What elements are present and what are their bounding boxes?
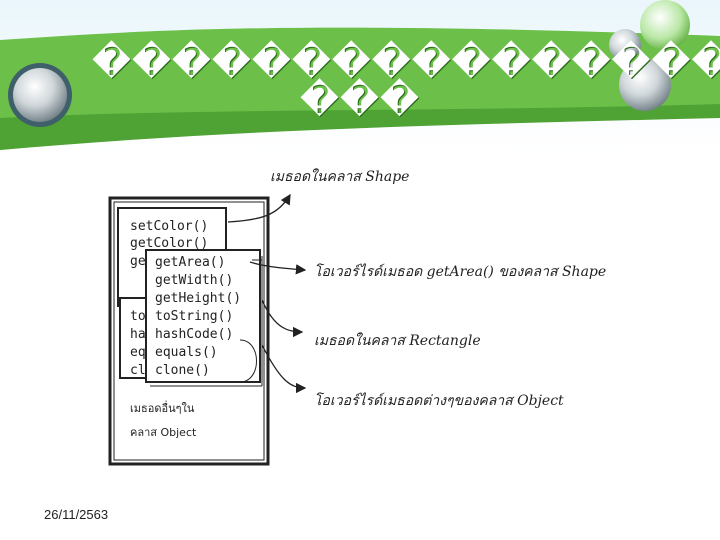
other-methods-label-2: คลาส Object <box>130 426 197 439</box>
object-method-7: cl <box>130 363 146 378</box>
object-method-3: ge <box>130 254 146 269</box>
annotation-shape-methods: เมธอดในคลาส Shape <box>270 168 409 185</box>
arrow-override-getarea <box>249 261 307 275</box>
annotation-override-getarea: โอเวอร์ไรด์เมธอด getArea() ของคลาส Shape <box>314 263 606 280</box>
object-method-1: setColor() <box>130 219 208 234</box>
arrow-rectangle-methods <box>261 299 304 338</box>
banner-art <box>0 0 720 150</box>
slide-title-line2: ��� <box>300 78 420 122</box>
object-method-4: to <box>130 309 146 324</box>
rect-method-7: clone() <box>155 363 210 378</box>
rect-method-5: hashCode() <box>155 327 233 342</box>
arrow-shape-methods <box>227 193 291 223</box>
arrow-override-object <box>261 344 307 394</box>
rect-method-4: toString() <box>155 309 233 324</box>
rectangle-class-box <box>145 249 261 383</box>
object-method-2: getColor() <box>130 236 208 251</box>
rect-method-1: getArea() <box>155 255 225 270</box>
other-methods-label-1: เมธอดอื่นๆใน <box>130 400 195 415</box>
object-method-6: eq <box>130 345 146 360</box>
rect-method-6: equals() <box>155 345 218 360</box>
slide-date: 26/11/2563 <box>44 507 109 522</box>
title-banner: ������������������� ��� <box>0 0 720 150</box>
object-method-5: ha <box>130 327 146 342</box>
annotation-rectangle-methods: เมธอดในคลาส Rectangle <box>314 332 481 349</box>
rect-method-3: getHeight() <box>155 291 241 306</box>
annotation-override-object: โอเวอร์ไรด์เมธอดต่างๆของคลาส Object <box>314 392 564 409</box>
slide-title-line1: ������������������� <box>92 40 720 84</box>
rect-method-2: getWidth() <box>155 273 233 288</box>
